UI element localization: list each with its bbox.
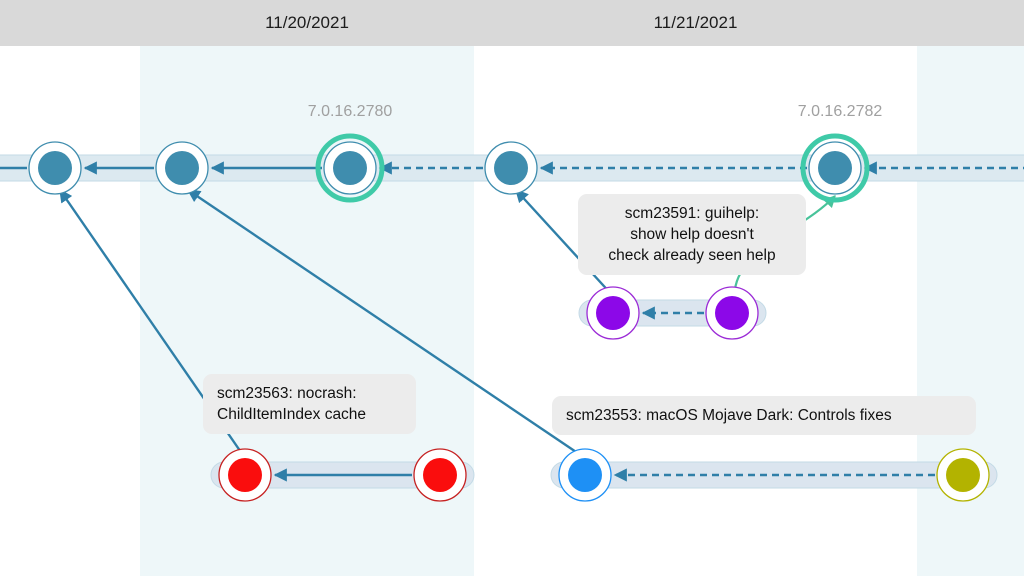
commit-node-n3[interactable] bbox=[315, 133, 385, 203]
build-highlight-ring bbox=[800, 133, 870, 203]
node-core bbox=[596, 296, 630, 330]
commit-node-b1[interactable] bbox=[558, 448, 612, 502]
commit-node-p1[interactable] bbox=[586, 286, 640, 340]
node-core bbox=[494, 151, 528, 185]
date-header-label-1: 11/21/2021 bbox=[653, 13, 738, 32]
commit-node-n4[interactable] bbox=[484, 141, 538, 195]
node-core bbox=[165, 151, 199, 185]
merge-purple-to-n4 bbox=[515, 189, 614, 297]
date-header-band: 11/20/2021 11/21/2021 bbox=[0, 0, 1024, 46]
commit-node-y1[interactable] bbox=[936, 448, 990, 502]
date-header-label-0: 11/20/2021 bbox=[265, 13, 349, 32]
commit-nodes bbox=[28, 133, 990, 502]
comment-guihelp[interactable]: scm23591: guihelp: show help doesn't che… bbox=[578, 194, 806, 275]
node-core bbox=[568, 458, 602, 492]
commit-node-n2[interactable] bbox=[155, 141, 209, 195]
version-tag-1[interactable]: 7.0.16.2782 bbox=[797, 103, 883, 120]
commit-node-r2[interactable] bbox=[413, 448, 467, 502]
commit-node-n1[interactable] bbox=[28, 141, 82, 195]
node-core bbox=[715, 296, 749, 330]
build-highlight-ring bbox=[315, 133, 385, 203]
branch-rails bbox=[0, 154, 1024, 489]
node-core bbox=[228, 458, 262, 492]
commit-node-p2[interactable] bbox=[705, 286, 759, 340]
commit-node-r1[interactable] bbox=[218, 448, 272, 502]
node-core bbox=[333, 151, 367, 185]
node-core bbox=[423, 458, 457, 492]
node-core bbox=[946, 458, 980, 492]
node-core bbox=[818, 151, 852, 185]
comment-mojave[interactable]: scm23553: macOS Mojave Dark: Controls fi… bbox=[552, 396, 976, 435]
date-column-separator-0 bbox=[140, 0, 141, 46]
version-tag-0[interactable]: 7.0.16.2780 bbox=[307, 103, 393, 120]
branch-edges bbox=[0, 161, 1024, 482]
merge-blue-to-n2 bbox=[186, 189, 586, 459]
comment-nocrash[interactable]: scm23563: nocrash: ChildItemIndex cache bbox=[203, 374, 416, 434]
commit-node-n5[interactable] bbox=[800, 133, 870, 203]
node-core bbox=[38, 151, 72, 185]
date-column-separator-1 bbox=[474, 0, 475, 46]
